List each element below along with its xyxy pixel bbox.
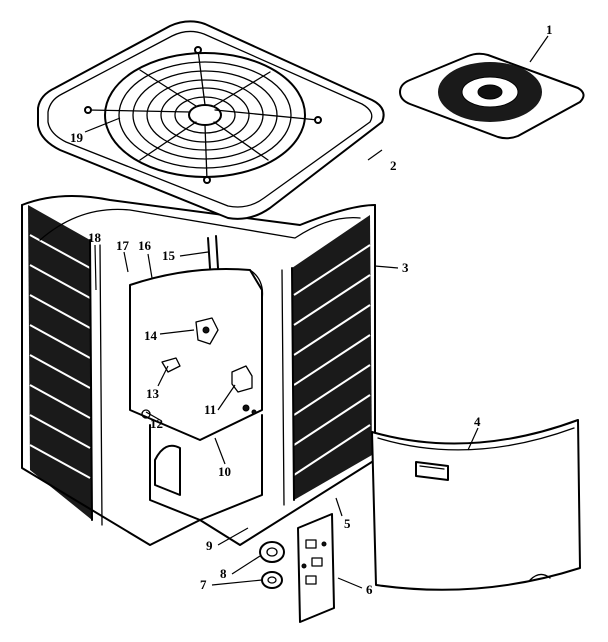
callout-17: 17 <box>116 238 130 253</box>
control-box <box>129 268 263 441</box>
callout-19: 19 <box>70 130 84 145</box>
callout-14: 14 <box>144 328 158 343</box>
callout-12: 12 <box>150 416 163 431</box>
refrigerant-line <box>207 237 211 269</box>
callout-16: 16 <box>138 238 152 253</box>
grommet-small <box>261 571 283 589</box>
drain-opening <box>154 444 181 496</box>
callout-1: 1 <box>546 22 553 37</box>
callout-15: 15 <box>162 248 176 263</box>
callout-6: 6 <box>366 582 373 597</box>
callout-8: 8 <box>220 566 227 581</box>
callout-18: 18 <box>88 230 102 245</box>
coil-fins <box>29 234 371 479</box>
right-coil-grille <box>292 215 372 500</box>
cabinet-body <box>21 195 376 546</box>
service-panel <box>371 419 581 591</box>
contactor <box>195 317 219 345</box>
grommet-large <box>259 541 285 563</box>
leader-lines <box>84 35 549 589</box>
top-cover <box>37 20 385 220</box>
callout-3: 3 <box>402 260 409 275</box>
terminal-plate <box>297 513 335 623</box>
top-cover-inset <box>399 52 585 140</box>
callout-9: 9 <box>206 538 213 553</box>
callout-2: 2 <box>390 158 397 173</box>
panel-notch <box>529 573 551 581</box>
relay <box>231 365 253 393</box>
callout-7: 7 <box>200 577 207 592</box>
panel-handle-slot <box>415 461 449 481</box>
cabinet-top-rim <box>21 195 376 226</box>
callouts: 1 2 3 4 5 6 7 8 9 10 11 12 13 14 15 16 1… <box>70 22 553 597</box>
callout-11: 11 <box>204 402 216 417</box>
callout-10: 10 <box>218 464 231 479</box>
lower-panel <box>149 414 263 521</box>
callout-4: 4 <box>474 414 481 429</box>
guard-spokes <box>87 49 319 181</box>
callout-5: 5 <box>344 516 351 531</box>
fan-hub <box>188 104 222 126</box>
callout-13: 13 <box>146 386 160 401</box>
